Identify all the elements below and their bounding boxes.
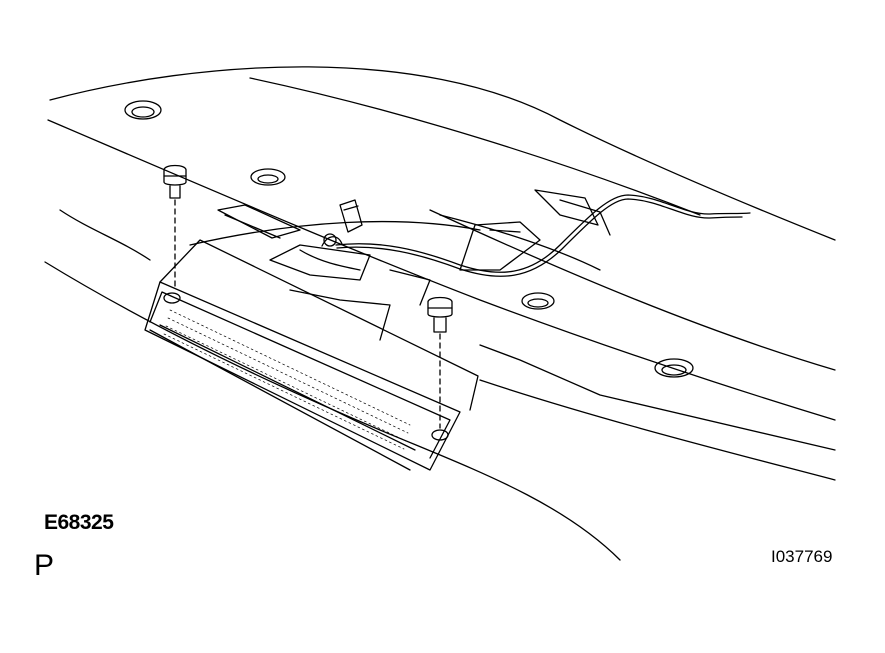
bolt-right bbox=[427, 296, 453, 429]
illustration-code-label: E68325 bbox=[44, 511, 114, 534]
package-tray-panel bbox=[44, 66, 836, 561]
reference-number-label: I037769 bbox=[771, 547, 833, 566]
panel-holes bbox=[124, 100, 694, 378]
side-indicator-label: P bbox=[34, 549, 55, 582]
mounting-recess bbox=[217, 204, 541, 341]
wire-harness bbox=[321, 194, 751, 277]
stop-lamp-assembly bbox=[144, 239, 479, 471]
bolt-left bbox=[163, 164, 187, 291]
